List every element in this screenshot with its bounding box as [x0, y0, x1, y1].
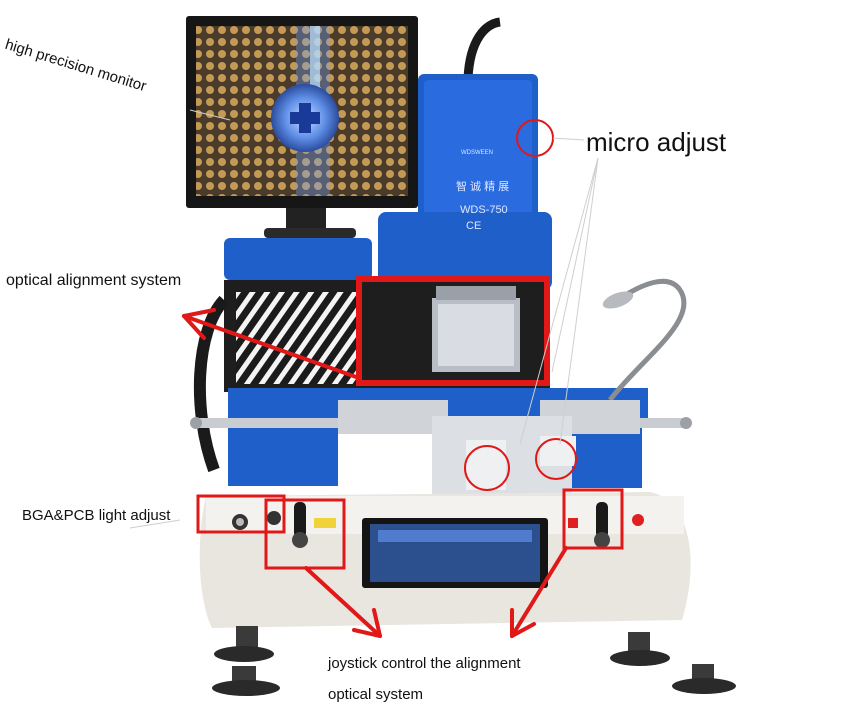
- leader-lines: [129, 109, 599, 529]
- model-text: WDS-750: [460, 204, 508, 216]
- brand-text: WDSWEEN: [461, 150, 493, 156]
- label-joystick-line2: optical system: [328, 686, 424, 703]
- label-micro-adjust: micro adjust: [586, 127, 727, 157]
- ce-mark: CE: [466, 220, 482, 232]
- machine-base: [199, 492, 691, 628]
- chinese-name-text: 智 诚 精 展: [456, 181, 510, 193]
- monitor: [186, 16, 418, 238]
- label-bga-pcb-light-adjust: BGA&PCB light adjust: [22, 507, 171, 524]
- machine-feet: [212, 626, 736, 696]
- annotation-arrows: [182, 308, 568, 638]
- label-optical-alignment-system: optical alignment system: [6, 272, 182, 289]
- label-joystick-line1: joystick control the alignment: [328, 655, 521, 672]
- annotation-boxes: [196, 276, 624, 570]
